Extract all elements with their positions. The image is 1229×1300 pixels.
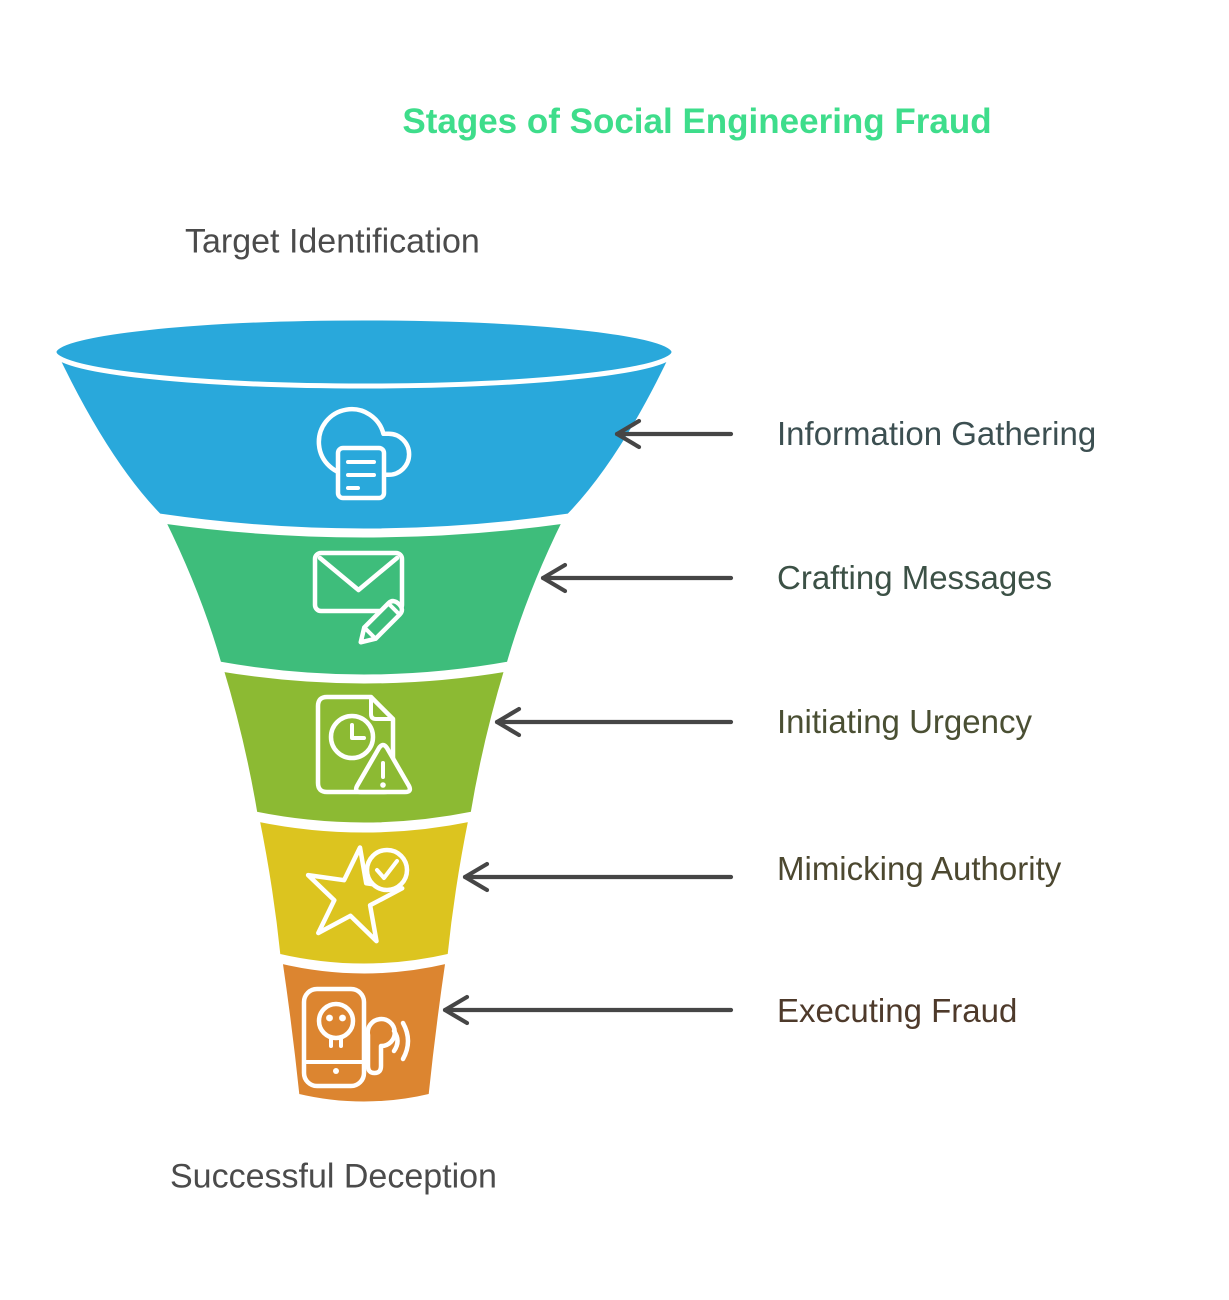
arrow-executing-fraud bbox=[442, 994, 734, 1026]
stage-label-mimicking-authority: Mimicking Authority bbox=[777, 850, 1062, 887]
document-clock-warning-icon bbox=[315, 694, 413, 795]
star-check-icon bbox=[305, 845, 410, 944]
phone-skull-call-icon bbox=[301, 986, 411, 1089]
envelope-pencil-icon bbox=[312, 550, 405, 645]
stage-label-crafting-messages: Crafting Messages bbox=[777, 559, 1053, 596]
funnel-stage-crafting-messages bbox=[160, 518, 568, 680]
stage-label-information-gathering: Information Gathering bbox=[777, 415, 1097, 452]
arrow-initiating-urgency bbox=[494, 706, 734, 738]
funnel-mouth-ellipse bbox=[51, 315, 677, 389]
page-title: Stages of Social Engineering Fraud bbox=[402, 102, 992, 141]
funnel-top-label: Target Identification bbox=[185, 222, 480, 261]
arrow-mimicking-authority bbox=[462, 861, 734, 893]
funnel-stage-mimicking-authority bbox=[254, 816, 474, 969]
stage-label-executing-fraud: Executing Fraud bbox=[777, 992, 1018, 1029]
arrow-crafting-messages bbox=[540, 562, 734, 594]
callout-arrows bbox=[442, 418, 734, 1026]
stage-label-initiating-urgency: Initiating Urgency bbox=[777, 703, 1032, 740]
arrow-information-gathering bbox=[614, 418, 734, 450]
funnel-bottom-label: Successful Deception bbox=[170, 1157, 497, 1196]
cloud-document-icon bbox=[316, 406, 412, 501]
